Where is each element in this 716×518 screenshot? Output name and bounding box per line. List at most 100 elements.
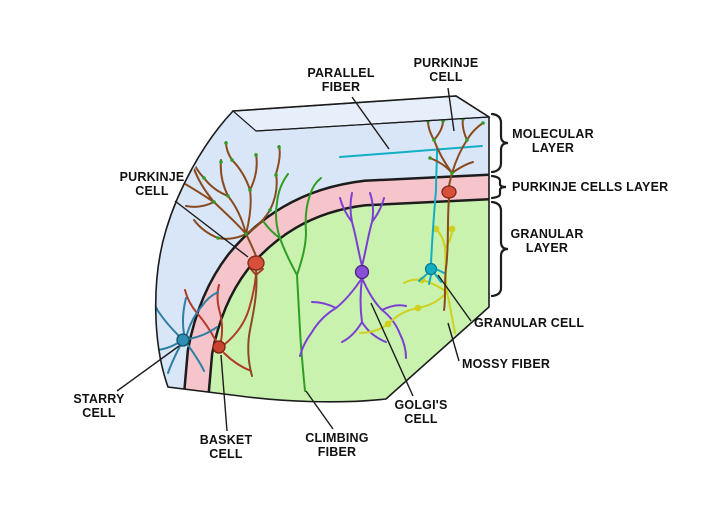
label-purkinje-cells-layer: PURKINJE CELLS LAYER — [512, 180, 668, 194]
golgi-cell-soma — [354, 264, 370, 280]
basket-cell-soma — [212, 340, 226, 354]
mossy-fiber-pointer — [447, 322, 460, 362]
speckle — [254, 153, 258, 157]
parallel-fiber-line — [339, 145, 483, 158]
speckle — [202, 176, 206, 180]
purkinje-cell-left-neuron — [175, 141, 281, 377]
golgi-cell — [299, 192, 407, 359]
label-mossy-fiber-line1: MOSSY FIBER — [462, 357, 550, 371]
speckle — [212, 200, 216, 204]
label-starry-cell: STARRY CELL — [73, 392, 125, 420]
climbing-fiber — [262, 173, 322, 392]
starry-cell — [155, 289, 219, 374]
label-basket-line1: BASKET — [200, 433, 253, 447]
mossy-rosette — [414, 304, 422, 312]
speckle — [216, 236, 220, 240]
label-purkinje-left-line1: PURKINJE — [120, 170, 185, 184]
label-basket-line2: CELL — [209, 447, 243, 461]
block-outline — [154, 95, 490, 403]
speckle — [277, 145, 281, 149]
label-purkinje-layer-line1: PURKINJE CELLS LAYER — [512, 180, 668, 194]
label-granular-layer-line2: LAYER — [526, 241, 568, 255]
molecular-layer-brace — [490, 112, 509, 174]
label-golgi-line2: CELL — [404, 412, 438, 426]
top-face-front-edge — [255, 116, 490, 132]
tissue-block — [155, 95, 491, 402]
silhouette-outline — [154, 95, 490, 403]
text-labels: PARALLEL FIBER PURKINJE CELL PURKINJE CE… — [73, 56, 668, 461]
purkinje-right-axon — [443, 197, 450, 311]
purkinje-right-soma — [441, 185, 457, 199]
mossy-rosette — [432, 225, 440, 233]
basket-pointer — [220, 354, 228, 432]
label-golgi-line1: GOLGI'S — [395, 398, 448, 412]
purkinje-top-pointer — [447, 87, 455, 132]
mossy-fiber — [359, 225, 456, 334]
speckle — [481, 121, 485, 125]
label-purkinje-top-line1: PURKINJE — [414, 56, 479, 70]
label-purkinje-cell-left: PURKINJE CELL — [120, 170, 185, 198]
label-parallel-fiber-line2: FIBER — [322, 80, 361, 94]
label-purkinje-top-line2: CELL — [429, 70, 463, 84]
granular-cell-soma — [424, 262, 438, 276]
speckle — [244, 232, 248, 236]
granular-layer-brace — [490, 200, 509, 298]
speckle — [465, 138, 469, 142]
purkinje-left-pointer — [174, 200, 249, 258]
speckle — [274, 173, 278, 177]
label-golgis-cell: GOLGI'S CELL — [395, 398, 448, 426]
purkinje-cell-top-neuron — [427, 118, 484, 311]
label-climbing-line2: FIBER — [318, 445, 357, 459]
granule-claws — [418, 268, 445, 285]
climbing-pointer — [305, 390, 334, 430]
label-basket-cell: BASKET CELL — [200, 433, 253, 461]
layer-braces — [490, 112, 509, 298]
purkinje-left-soma — [247, 255, 265, 271]
starry-cell-processes — [155, 289, 219, 374]
purkinje-left-dendrites — [175, 141, 281, 257]
label-granular-cell-line1: GRANULAR CELL — [474, 316, 584, 330]
label-molecular-line2: LAYER — [532, 141, 574, 155]
granular-cell-neuron — [339, 145, 483, 285]
label-granular-layer: GRANULAR LAYER — [510, 227, 583, 255]
label-parallel-fiber-line1: PARALLEL — [307, 66, 374, 80]
label-granular-cell: GRANULAR CELL — [474, 316, 584, 330]
granular-cell-pointer — [437, 274, 472, 322]
speckle — [432, 138, 436, 142]
speckle — [248, 188, 252, 192]
speckle — [450, 171, 454, 175]
golgi-pointer — [370, 302, 414, 397]
golgi-cell-processes — [299, 192, 407, 359]
speckle — [230, 158, 234, 162]
speckle — [428, 156, 432, 160]
label-starry-line1: STARRY — [73, 392, 125, 406]
label-purkinje-cell-top: PURKINJE CELL — [414, 56, 479, 84]
speckle — [224, 141, 228, 145]
label-molecular-line1: MOLECULAR — [512, 127, 594, 141]
label-purkinje-left-line2: CELL — [135, 184, 169, 198]
climbing-fiber-path — [262, 173, 322, 392]
basket-cell-processes — [184, 267, 264, 372]
purkinje-right-dendrites — [427, 118, 484, 187]
speckle — [185, 142, 189, 146]
speckle — [268, 208, 272, 212]
label-molecular-layer: MOLECULAR LAYER — [512, 127, 594, 155]
label-climbing-fiber: CLIMBING FIBER — [305, 431, 368, 459]
basket-cell — [184, 267, 264, 372]
starry-pointer — [116, 345, 180, 392]
parallel-fiber-pointer — [351, 96, 390, 150]
pointer-lines — [116, 87, 472, 432]
starry-cell-soma — [176, 333, 190, 347]
speckle — [226, 194, 230, 198]
label-climbing-line1: CLIMBING — [305, 431, 368, 445]
neurons — [155, 117, 485, 392]
purkinje-layer-brace — [490, 174, 507, 200]
label-starry-line2: CELL — [82, 406, 116, 420]
label-granular-layer-line1: GRANULAR — [510, 227, 583, 241]
label-mossy-fiber: MOSSY FIBER — [462, 357, 550, 371]
granule-axon — [430, 150, 438, 265]
mossy-rosette — [384, 320, 392, 328]
label-parallel-fiber: PARALLEL FIBER — [307, 66, 374, 94]
